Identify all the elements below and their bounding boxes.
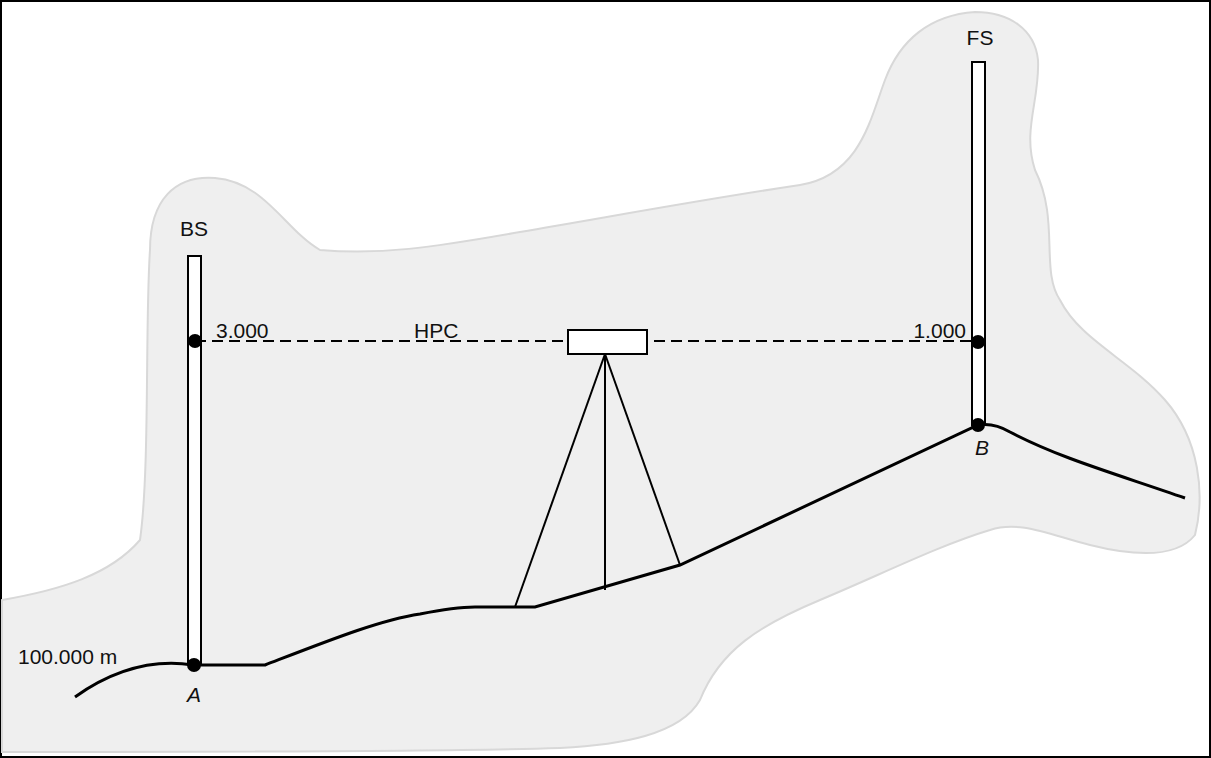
- point-label: B: [975, 437, 989, 458]
- tripod: [515, 354, 680, 607]
- background-cloud: [2, 12, 1200, 752]
- reading-value: 1.000: [913, 320, 966, 341]
- rod-reading-dot: [188, 334, 202, 348]
- foresight-rod: [972, 62, 985, 425]
- rod-reading-dot: [971, 335, 985, 349]
- ground-profile: [75, 424, 1185, 697]
- point-label: A: [187, 684, 201, 705]
- point-marker: [187, 658, 201, 672]
- rod-label: FS: [967, 27, 994, 48]
- rod-label: BS: [180, 218, 208, 239]
- level-instrument: [568, 330, 647, 354]
- elevation-value: 100.000 m: [18, 646, 117, 667]
- backsight-rod: [188, 256, 201, 665]
- reading-value: 3.000: [216, 320, 269, 341]
- line-label: HPC: [414, 320, 458, 341]
- point-marker: [971, 418, 985, 432]
